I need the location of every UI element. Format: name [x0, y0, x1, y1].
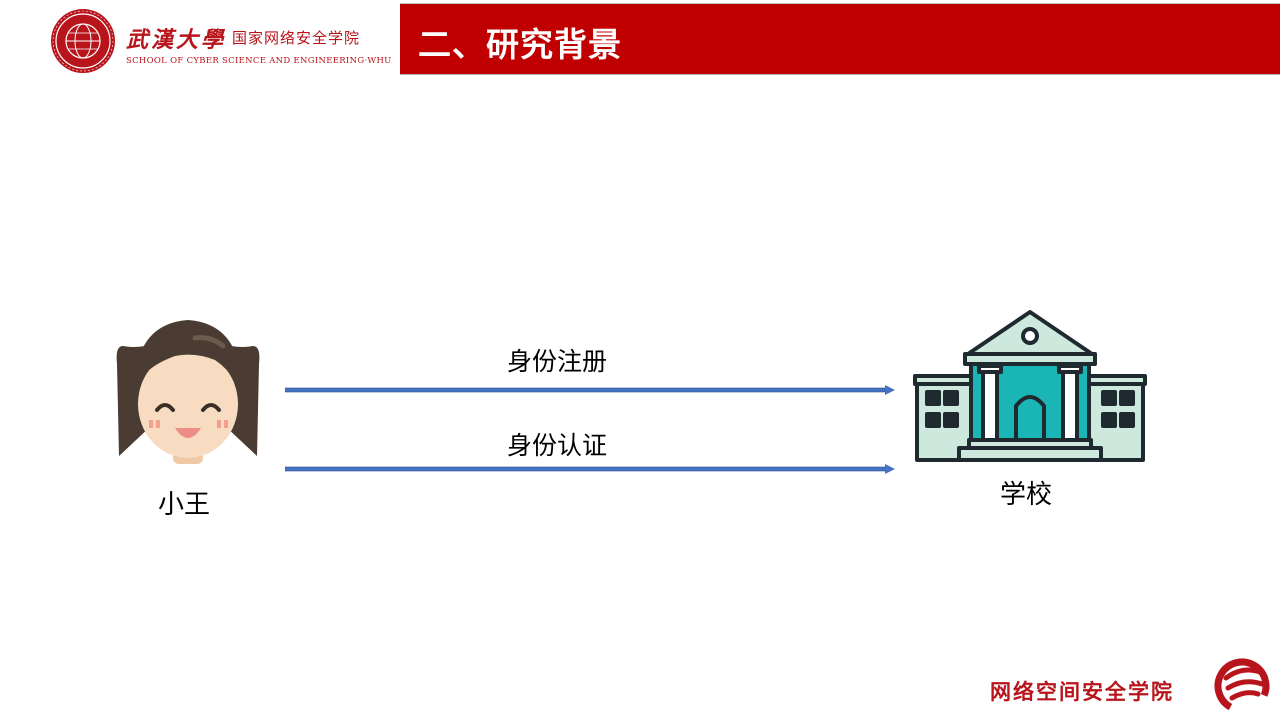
- footer-school-name: 网络空间安全学院: [990, 679, 1174, 704]
- slide-title: 二、研究背景: [418, 25, 622, 64]
- register-arrow: [285, 385, 895, 395]
- arrow-label-authenticate: 身份认证: [507, 431, 608, 460]
- arrow-label-register: 身份注册: [507, 347, 608, 376]
- school-name-en: SCHOOL OF CYBER SCIENCE AND ENGINEERING·…: [126, 56, 392, 66]
- whu-seal-icon: [51, 9, 115, 73]
- school-building-icon: [913, 310, 1147, 462]
- right-actor-label: 学校: [1000, 480, 1053, 510]
- university-name: 武漢大學: [126, 27, 227, 53]
- cyber-school-logo-icon: [1214, 658, 1270, 714]
- left-actor-label: 小王: [158, 490, 211, 520]
- authenticate-arrow: [285, 464, 895, 474]
- girl-avatar-icon: [116, 320, 260, 464]
- university-logo: 武漢大學 国家网络安全学院 SCHOOL OF CYBER SCIENCE AN…: [50, 8, 391, 76]
- school-name-cn: 国家网络安全学院: [232, 29, 361, 47]
- title-bar: 二、研究背景: [400, 3, 1280, 75]
